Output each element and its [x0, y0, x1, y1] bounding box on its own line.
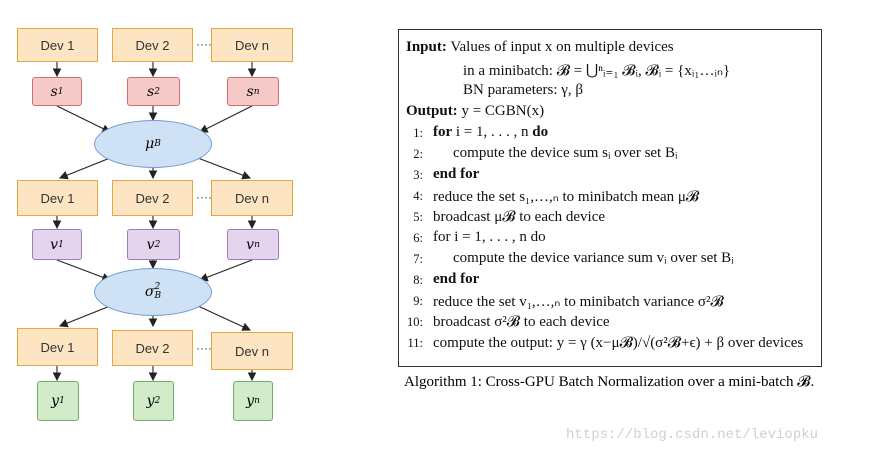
device-label: Dev 2 [135, 190, 170, 206]
step-number: 5: [413, 210, 423, 224]
watermark: https://blog.csdn.net/leviopku [566, 427, 819, 443]
device-label: Dev 1 [40, 37, 75, 53]
step-text: compute the device sum sᵢ over set Bᵢ [453, 145, 678, 161]
device-node: Dev n [211, 332, 293, 370]
sigma-subscript: B [154, 291, 162, 301]
device-label: Dev 2 [135, 37, 170, 53]
v-symbol: v [146, 236, 155, 253]
step-text: reduce the set v₁,…,ₙ to minibatch varia… [433, 294, 724, 310]
step-number: 11: [407, 336, 423, 350]
step-text: broadcast μ𝓑 to each device [433, 209, 606, 225]
mu-subscript: B [154, 139, 161, 149]
device-node: Dev 2 [112, 180, 193, 216]
s-subscript: 2 [154, 86, 160, 97]
step-text: for i = 1, . . . , n do [433, 124, 549, 140]
step-text: end for [433, 166, 480, 182]
s-subscript: n [253, 86, 260, 97]
step-number: 1: [413, 126, 423, 140]
device-node: Dev 1 [17, 328, 98, 366]
device-node: Dev 1 [17, 180, 98, 216]
step-text: reduce the set s₁,…,ₙ to minibatch mean … [433, 189, 700, 205]
device-label: Dev n [235, 343, 269, 359]
step-text: broadcast σ²𝓑 to each device [433, 314, 610, 330]
ellipsis: ···· [196, 341, 212, 355]
sigma-symbol: σ [144, 284, 155, 300]
device-node: Dev 2 [112, 28, 193, 62]
v-symbol: v [50, 236, 59, 253]
device-label: Dev n [235, 190, 269, 206]
output-text: y = CGBN(x) [461, 103, 545, 119]
v-subscript: 1 [58, 239, 64, 250]
output-label: Output: [406, 103, 458, 119]
input-bn-params: BN parameters: γ, β [463, 82, 584, 98]
device-node: Dev 1 [17, 28, 98, 62]
step-text: for i = 1, . . . , n do [433, 229, 546, 245]
step-number: 2: [413, 147, 423, 161]
step-text: compute the output: y = γ (x−μ𝓑)/√(σ²𝓑+ϵ… [433, 335, 804, 351]
step-number: 3: [413, 168, 423, 182]
input-label: Input: [406, 39, 447, 55]
algorithm-caption: Algorithm 1: Cross-GPU Batch Normalizati… [404, 374, 815, 390]
v-subscript: n [254, 239, 260, 250]
step-number: 4: [413, 189, 423, 203]
y-symbol: y [146, 393, 155, 409]
y-subscript: n [254, 396, 260, 406]
v-subscript: 2 [154, 239, 161, 250]
device-label: Dev n [235, 37, 269, 53]
y-subscript: 1 [59, 396, 65, 406]
device-node: Dev 2 [112, 330, 193, 366]
s-symbol: s [50, 83, 58, 100]
step-number: 10: [407, 315, 423, 329]
input-minibatch: in a minibatch: 𝓑 = ⋃ⁿᵢ₌₁ 𝓑ᵢ, 𝓑ᵢ = {xᵢ₁…… [463, 63, 731, 79]
ellipsis: ···· [196, 37, 212, 51]
v-symbol: v [246, 236, 255, 253]
step-number: 7: [413, 252, 423, 266]
step-text: compute the device variance sum vᵢ over … [453, 250, 734, 266]
input-text: Values of input x on multiple devices [450, 39, 674, 55]
step-number: 8: [413, 273, 423, 287]
s-subscript: 1 [57, 86, 64, 97]
y-subscript: 2 [154, 396, 161, 406]
device-label: Dev 1 [40, 190, 75, 206]
step-number: 6: [413, 231, 423, 245]
device-node: Dev n [211, 28, 293, 62]
step-number: 9: [413, 294, 423, 308]
s-symbol: s [246, 83, 254, 100]
y-symbol: y [246, 393, 255, 409]
device-label: Dev 1 [40, 339, 75, 355]
mu-symbol: μ [145, 136, 155, 152]
ellipsis: ···· [196, 190, 212, 204]
device-label: Dev 2 [135, 340, 170, 356]
y-symbol: y [51, 393, 60, 409]
algorithm-box: Input: Values of input x on multiple dev… [398, 29, 822, 367]
s-symbol: s [147, 83, 155, 100]
device-node: Dev n [211, 180, 293, 216]
step-text: end for [433, 271, 480, 287]
sigma-superscript: 2 [154, 282, 161, 292]
